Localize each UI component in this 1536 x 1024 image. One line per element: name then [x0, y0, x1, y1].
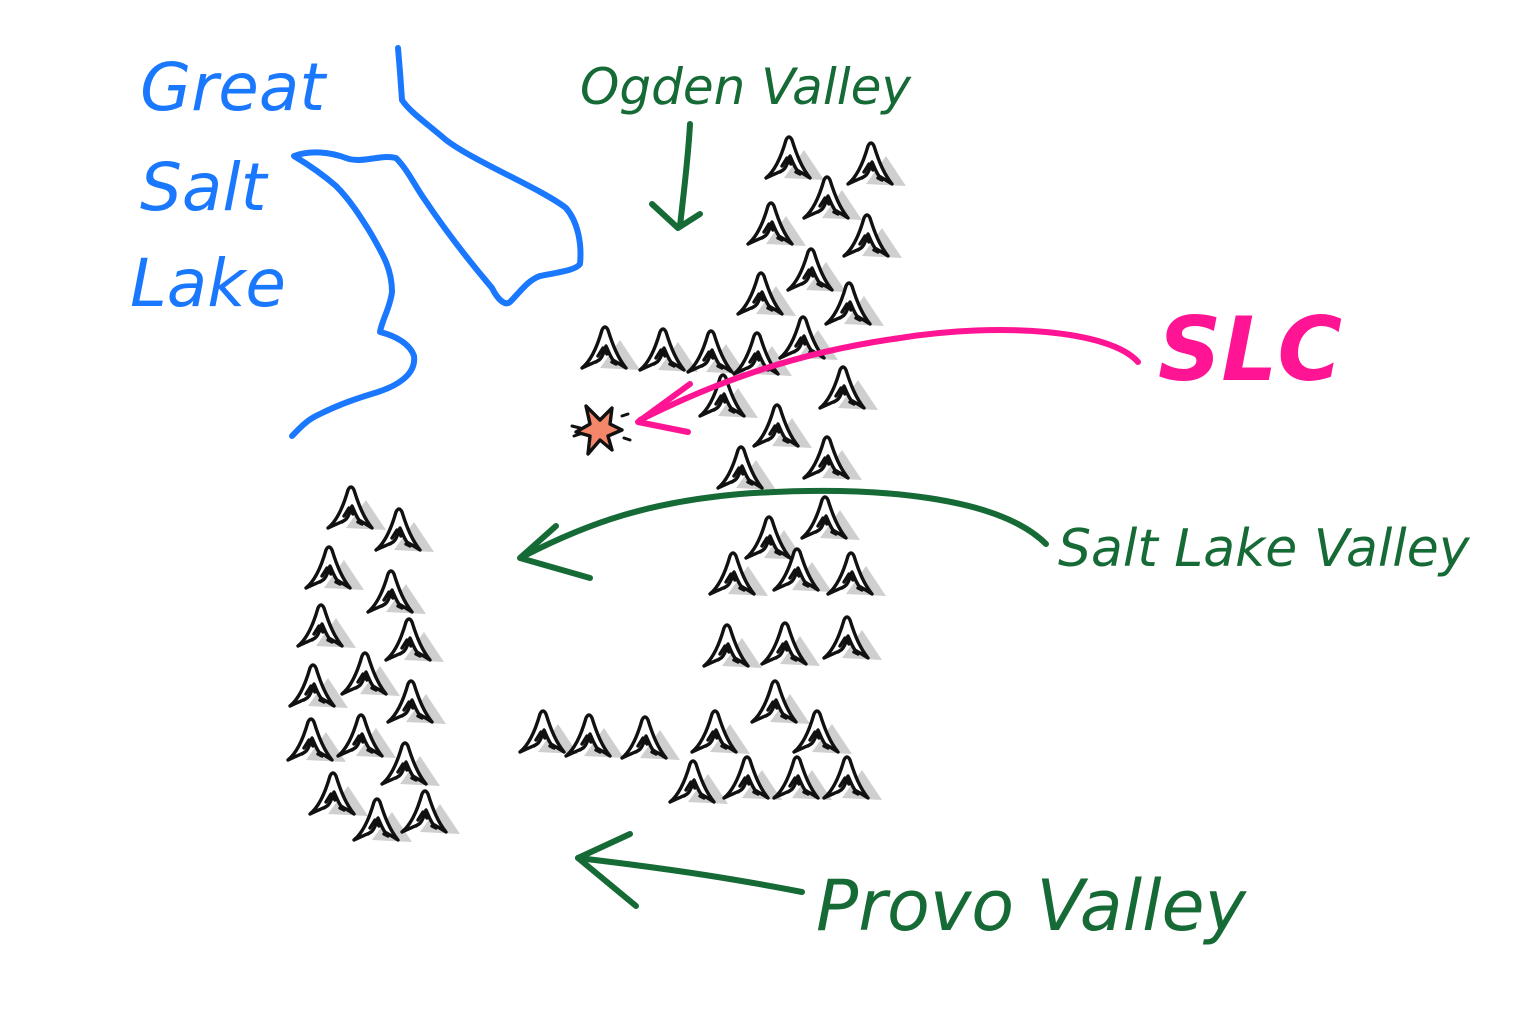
- mountain-icon: [800, 495, 862, 542]
- mountain-icon: [374, 507, 436, 554]
- mountain-icon: [296, 603, 358, 650]
- provo-valley-arrow: [575, 831, 805, 909]
- mountain-icon: [752, 403, 814, 450]
- mountain-icon: [716, 445, 778, 492]
- mountain-icon: [690, 709, 752, 756]
- mountain-icon: [638, 327, 700, 374]
- mountain-icon: [822, 755, 884, 802]
- mountain-icon: [736, 271, 798, 318]
- mountain-icon: [308, 771, 370, 818]
- slc-arrow: [635, 327, 1141, 435]
- mountain-icon: [842, 213, 904, 260]
- lake-label-line-1: Great: [140, 49, 327, 126]
- mountain-icon: [822, 615, 884, 662]
- ogden-valley-label: Ogden Valley: [580, 58, 912, 116]
- mountain-icon: [764, 135, 826, 182]
- mountain-icon: [760, 621, 822, 668]
- mountain-icon: [386, 679, 448, 726]
- mountain-icon: [772, 755, 834, 802]
- mountain-icon: [340, 651, 402, 698]
- provo-valley-label: Provo Valley: [816, 865, 1248, 947]
- mountain-icon: [366, 569, 428, 616]
- mountain-icon: [304, 545, 366, 592]
- mountain-icon: [846, 141, 908, 188]
- mountain-icon: [746, 201, 808, 248]
- mountain-icon: [518, 709, 580, 756]
- mountain-icon: [722, 755, 784, 802]
- mountain-icon: [384, 617, 446, 664]
- ogden-arrow: [649, 121, 703, 231]
- mountain-icon: [702, 623, 764, 670]
- mountain-icon: [326, 485, 388, 532]
- mountain-icon: [620, 715, 682, 762]
- star-burst-icon: [570, 404, 632, 456]
- lake-label-line-3: Lake: [130, 245, 286, 322]
- mountain-icon: [826, 551, 888, 598]
- mountain-icon: [400, 789, 462, 836]
- mountain-icon: [708, 551, 770, 598]
- mountain-icon: [750, 679, 812, 726]
- mountain-icon: [564, 713, 626, 760]
- mountain-icon: [380, 741, 442, 788]
- mountain-icon: [668, 759, 730, 806]
- slc-label: SLC: [1158, 298, 1342, 401]
- mountain-icon: [818, 365, 880, 412]
- salt-lake-valley-arrow: [517, 487, 1049, 581]
- lake-label-line-2: Salt: [140, 149, 269, 226]
- mountain-icon: [786, 247, 848, 294]
- mountain-icon: [580, 325, 642, 372]
- mountain-icon: [802, 175, 864, 222]
- mountain-icon: [288, 663, 350, 710]
- lake-outline: [289, 45, 584, 439]
- mountain-icon: [352, 797, 414, 844]
- mountain-icon: [802, 435, 864, 482]
- mountain-icon: [686, 329, 748, 376]
- oquirrh-mountains: [286, 485, 462, 844]
- salt-lake-valley-label: Salt Lake Valley: [1058, 519, 1471, 579]
